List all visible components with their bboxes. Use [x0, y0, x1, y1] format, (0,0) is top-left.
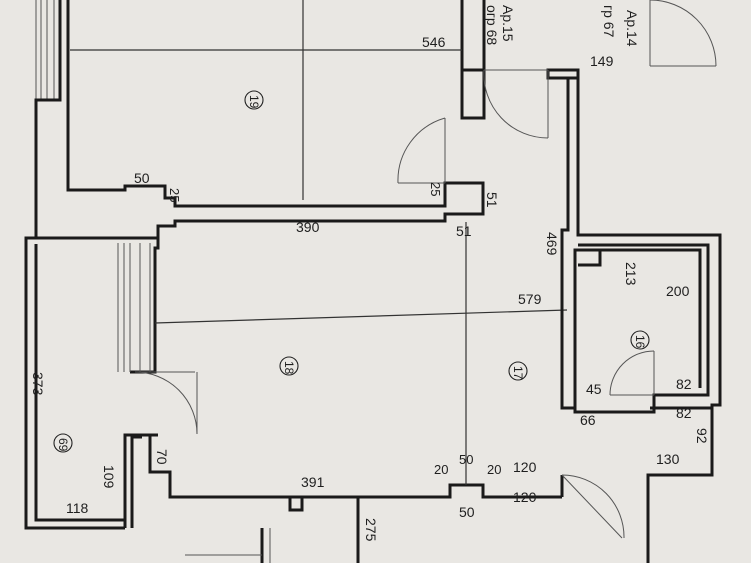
dim-25-a: 25	[167, 188, 182, 202]
dim-579: 579	[518, 291, 542, 307]
door-lower-right	[561, 474, 625, 539]
svg-text:16: 16	[633, 335, 647, 349]
room-marker-17: 17	[508, 361, 528, 381]
dim-82-a: 82	[676, 376, 692, 392]
dim-120-a: 120	[513, 459, 537, 475]
dim-130: 130	[656, 451, 680, 467]
dim-373: 373	[30, 372, 46, 396]
door-room-16	[609, 350, 655, 396]
dim-25-b: 25	[428, 182, 443, 196]
dim-50-mid: 50	[459, 452, 473, 467]
room-marker-18: 18	[279, 356, 299, 376]
svg-text:17: 17	[511, 366, 525, 380]
dim-213: 213	[623, 262, 639, 286]
dim-469: 469	[544, 232, 560, 256]
dim-390: 390	[296, 219, 320, 235]
dim-391: 391	[301, 474, 325, 490]
svg-text:19: 19	[247, 95, 261, 109]
label-ap14-area: гр 67	[601, 5, 617, 38]
room-marker-19: 19	[244, 90, 264, 110]
dim-275: 275	[363, 518, 379, 542]
label-ap14: Ap.14	[624, 10, 640, 47]
door-ap14	[649, 0, 717, 67]
dim-50-bot: 50	[459, 504, 475, 520]
dim-50-top: 50	[134, 170, 150, 186]
window-left-mid	[117, 243, 151, 372]
dim-51-b: 51	[456, 223, 472, 239]
door-ap15	[483, 69, 549, 139]
svg-text:18: 18	[282, 361, 296, 375]
right-wing-walls	[560, 78, 722, 563]
dim-118: 118	[66, 500, 89, 516]
dim-51-a: 51	[484, 192, 500, 208]
dim-109: 109	[101, 465, 117, 489]
label-ap15-area: огр 68	[484, 5, 500, 45]
door-room-18	[134, 371, 198, 435]
window-left-top	[35, 0, 55, 100]
dim-200: 200	[666, 283, 690, 299]
dim-92: 92	[694, 428, 710, 444]
dim-70: 70	[154, 449, 170, 465]
door-upper-mid	[397, 117, 446, 184]
dim-546: 546	[422, 34, 446, 50]
dim-66: 66	[580, 412, 596, 428]
svg-text:69: 69	[56, 438, 70, 452]
dim-149: 149	[590, 53, 614, 69]
dim-20-b: 20	[487, 462, 501, 477]
dim-45: 45	[586, 381, 602, 397]
room-marker-69: 69	[53, 433, 73, 453]
bottom-walls	[185, 497, 360, 563]
dim-82-b: 82	[676, 405, 692, 421]
dim-120-b: 120	[513, 489, 537, 505]
dimension-line-579	[154, 309, 568, 324]
dim-20-a: 20	[434, 462, 448, 477]
room-marker-16: 16	[630, 330, 650, 350]
label-ap15: Ap.15	[500, 5, 516, 42]
